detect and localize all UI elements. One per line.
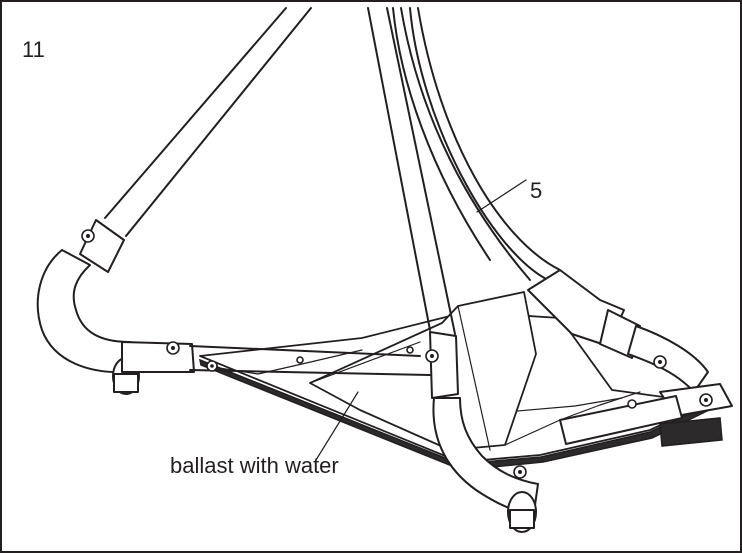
ballast-leader-line bbox=[315, 391, 359, 461]
part-5-leader-line bbox=[476, 179, 527, 213]
center-upright-tube bbox=[367, 7, 539, 533]
curved-frame-tube bbox=[409, 7, 733, 447]
ballast-with-water-label: ballast with water bbox=[170, 453, 339, 478]
part-5-callout: 5 bbox=[530, 178, 542, 203]
left-leg-tube bbox=[36, 7, 431, 395]
water-ballast-tank bbox=[309, 291, 641, 451]
step-number: 11 bbox=[22, 37, 45, 62]
frame-bolts bbox=[81, 229, 713, 479]
callout-leaders bbox=[315, 179, 527, 461]
